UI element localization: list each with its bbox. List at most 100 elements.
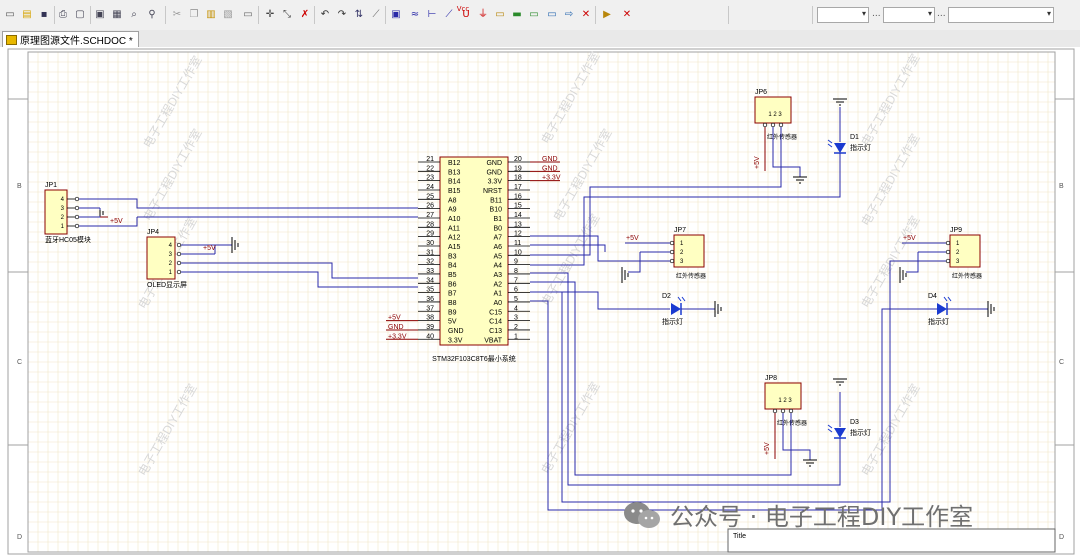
mcu-pin-name: GND: [486, 169, 502, 176]
place-wire-icon[interactable]: ▣: [391, 9, 401, 20]
place-vcc-icon[interactable]: U: [462, 9, 470, 20]
paste-icon[interactable]: ▥: [206, 9, 216, 20]
place-sheet-entry-icon[interactable]: ▭: [529, 9, 539, 20]
open-icon[interactable]: ▤: [22, 9, 32, 20]
wire: [530, 153, 841, 266]
jp7-pin-circle: [669, 258, 675, 264]
mcu-pin-name: B13: [448, 169, 461, 176]
jp4-pin-number: 2: [169, 261, 173, 267]
cut-icon[interactable]: ✂: [172, 9, 182, 20]
net-label: +5V: [388, 315, 401, 322]
wire: [530, 291, 670, 310]
zoom-area-icon[interactable]: ▦: [112, 9, 122, 20]
copy-icon[interactable]: ❐: [189, 9, 199, 20]
save-icon[interactable]: ▪: [40, 9, 48, 20]
mcu-pin-number: 22: [426, 165, 434, 172]
print-icon[interactable]: ⎙: [59, 9, 67, 20]
jp6-body[interactable]: [754, 96, 792, 124]
cancel-icon[interactable]: ✕: [622, 9, 632, 20]
mcu-pin-name: A12: [448, 235, 461, 242]
place-no-erc-icon[interactable]: ✕: [581, 9, 591, 20]
d3-led-ray: [827, 424, 833, 429]
place-part-icon[interactable]: ▭: [495, 9, 505, 20]
place-device-sheet-icon[interactable]: ▭: [547, 9, 557, 20]
new-icon[interactable]: ▭: [5, 9, 15, 20]
mcu-pin-name: C15: [489, 309, 502, 316]
jp9-pin-number: 3: [956, 259, 960, 265]
jp8-pin-circle: [772, 408, 778, 414]
mcu-pin-number: 13: [514, 221, 522, 228]
mcu-pin-number: 37: [426, 305, 434, 312]
d4-led-body: [937, 303, 947, 315]
net-label: +5V: [626, 235, 639, 242]
mcu-pin-number: 33: [426, 268, 434, 275]
mcu-pin-number: 25: [426, 193, 434, 200]
schematic-canvas[interactable]: BCDBCDTitle电子工程DIY工作室电子工程DIY工作室电子工程DIY工作…: [0, 47, 1080, 557]
chevron-down-icon: ▾: [1046, 9, 1051, 18]
jp1-body[interactable]: [44, 189, 68, 235]
mcu-pin-name: C14: [489, 319, 502, 326]
zoom-options-icon[interactable]: ⚲: [148, 9, 156, 20]
mcu-pin-name: A3: [493, 272, 502, 279]
place-bus-icon[interactable]: ≈: [410, 9, 420, 20]
move-icon[interactable]: ✛: [265, 9, 275, 20]
jp4-body[interactable]: [146, 236, 176, 280]
browse-icon[interactable]: ⟋: [372, 9, 380, 20]
place-directive-icon[interactable]: ▶: [603, 9, 611, 20]
mcu-pin-number: 1: [514, 333, 518, 340]
document-tab-bar: 原理图源文件.SCHDOC *: [0, 30, 1080, 48]
wire: [628, 252, 641, 273]
jp6-pin-circle: [778, 122, 784, 128]
place-bus-entry-icon[interactable]: ⊢: [427, 9, 437, 20]
chevron-down-icon: ▾: [861, 9, 866, 18]
mcu-pin-name: B3: [448, 253, 457, 260]
mcu-pin-number: 19: [514, 165, 522, 172]
d1-designator: D1: [850, 134, 859, 141]
undo-icon[interactable]: ↶: [320, 9, 330, 20]
jp8-body[interactable]: [764, 382, 802, 410]
cross-probe-icon[interactable]: ⇅: [354, 9, 364, 20]
redo-icon[interactable]: ↷: [337, 9, 347, 20]
mcu-body[interactable]: [439, 156, 509, 346]
toolbar-combo-1[interactable]: ▾: [817, 7, 869, 23]
select-area-icon[interactable]: ▭: [243, 9, 253, 20]
d4-designator: D4: [928, 293, 937, 300]
document-tab[interactable]: 原理图源文件.SCHDOC *: [2, 31, 139, 47]
jp8-designator: JP8: [765, 375, 777, 382]
zone-label-right: B: [1059, 183, 1064, 190]
toolbar-combo-2[interactable]: ▾: [883, 7, 935, 23]
mcu-pin-name: GND: [486, 160, 502, 167]
combo-ellipsis: ...: [937, 9, 946, 19]
wechat-logo-icon: [624, 501, 660, 528]
jp7-body[interactable]: [673, 234, 705, 268]
wire: [530, 235, 670, 262]
zoom-selected-icon[interactable]: ⌕: [131, 9, 137, 20]
move-selection-icon[interactable]: ⤡: [283, 9, 291, 20]
net-label: GND: [542, 165, 558, 172]
place-sheet-icon[interactable]: ▬: [512, 9, 522, 20]
rubber-stamp-icon[interactable]: ▧: [223, 9, 233, 20]
mcu-pin-name: A9: [448, 207, 457, 214]
mcu-pin-number: 15: [514, 203, 522, 210]
mcu-pin-number: 20: [514, 156, 522, 163]
jp9-pin-circle: [945, 258, 951, 264]
net-label: GND: [388, 324, 404, 331]
place-net-label-icon[interactable]: ⟋: [445, 9, 453, 20]
d2-led-ray: [677, 296, 682, 302]
print-preview-icon[interactable]: ▢: [75, 9, 85, 20]
deselect-icon[interactable]: ✗: [300, 9, 310, 20]
place-port-icon[interactable]: ⇨: [564, 9, 574, 20]
place-gnd-icon[interactable]: ⏚: [478, 9, 488, 20]
mcu-pin-number: 40: [426, 333, 434, 340]
zone-label-left: D: [17, 534, 22, 541]
mcu-pin-number: 4: [514, 305, 518, 312]
zoom-fit-icon[interactable]: ▣: [95, 9, 105, 20]
wire: [530, 260, 946, 503]
mcu-pin-name: A10: [448, 216, 461, 223]
jp9-body[interactable]: [949, 234, 981, 268]
mcu-pin-number: 16: [514, 193, 522, 200]
toolbar-combo-3[interactable]: ▾: [948, 7, 1054, 23]
mcu-pin-name: A6: [493, 244, 502, 251]
jp6-pin-circle: [762, 122, 768, 128]
jp4-pin-circle: [176, 260, 182, 266]
